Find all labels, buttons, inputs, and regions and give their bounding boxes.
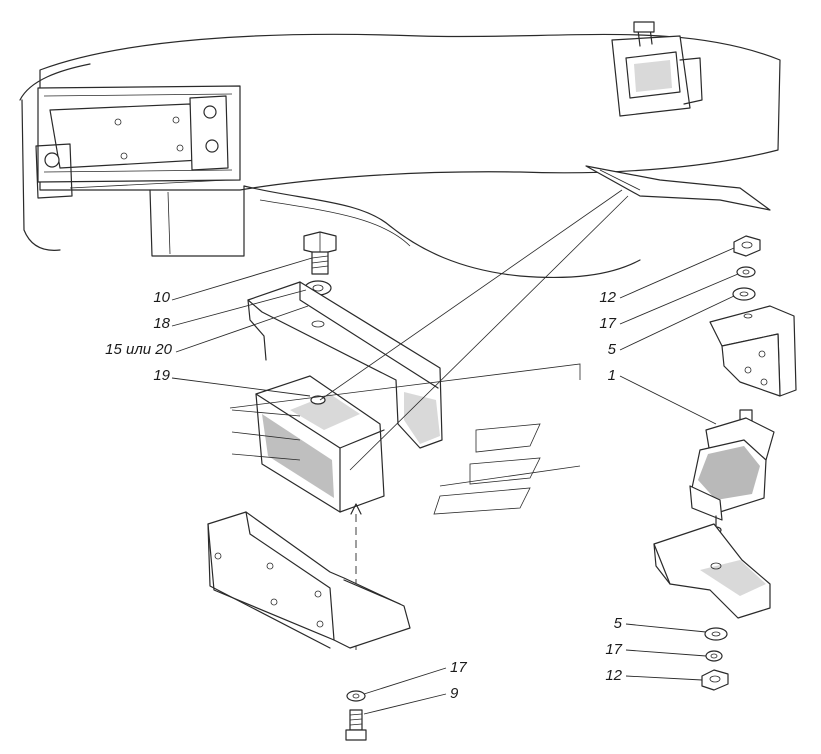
- label-17-right: 17: [605, 641, 622, 658]
- label-18: 18: [153, 315, 170, 332]
- washer-5-top: [732, 287, 756, 301]
- nut-12-bottom: [701, 669, 729, 691]
- label-9: 9: [450, 685, 459, 702]
- frame-rear-mount: [611, 21, 703, 117]
- nut-12-top: [733, 235, 761, 257]
- washer-5-bottom: [704, 627, 728, 641]
- label-19: 19: [153, 367, 170, 384]
- label-17-bottom: 17: [450, 659, 467, 676]
- label-5-bottom: 5: [614, 615, 623, 632]
- projection-lines: [229, 189, 629, 650]
- label-12-bottom: 12: [605, 667, 622, 684]
- part-labels: 10 18 15 или 20 19 12 17 5 1 17 9 5 17 1…: [105, 289, 623, 702]
- rubber-mount-1: [689, 409, 775, 534]
- label-1: 1: [608, 367, 616, 384]
- rubber-cushion-19: [231, 375, 385, 513]
- right-angle-bracket: [709, 305, 797, 397]
- bolt-10: [303, 231, 337, 275]
- label-10: 10: [153, 289, 170, 306]
- label-15-or-20: 15 или 20: [105, 341, 173, 358]
- leader-lines: [171, 247, 739, 715]
- bolt-9: [345, 709, 367, 741]
- washer-17-right: [705, 650, 723, 662]
- label-17-top: 17: [599, 315, 616, 332]
- label-5-top: 5: [608, 341, 617, 358]
- label-12-top: 12: [599, 289, 616, 306]
- washer-17-top: [736, 266, 756, 278]
- upper-bracket: [247, 281, 443, 449]
- lower-bracket: [207, 511, 411, 649]
- washer-17-bottom: [346, 690, 366, 702]
- vehicle-frame: [19, 33, 781, 279]
- right-support-plate: [653, 523, 771, 619]
